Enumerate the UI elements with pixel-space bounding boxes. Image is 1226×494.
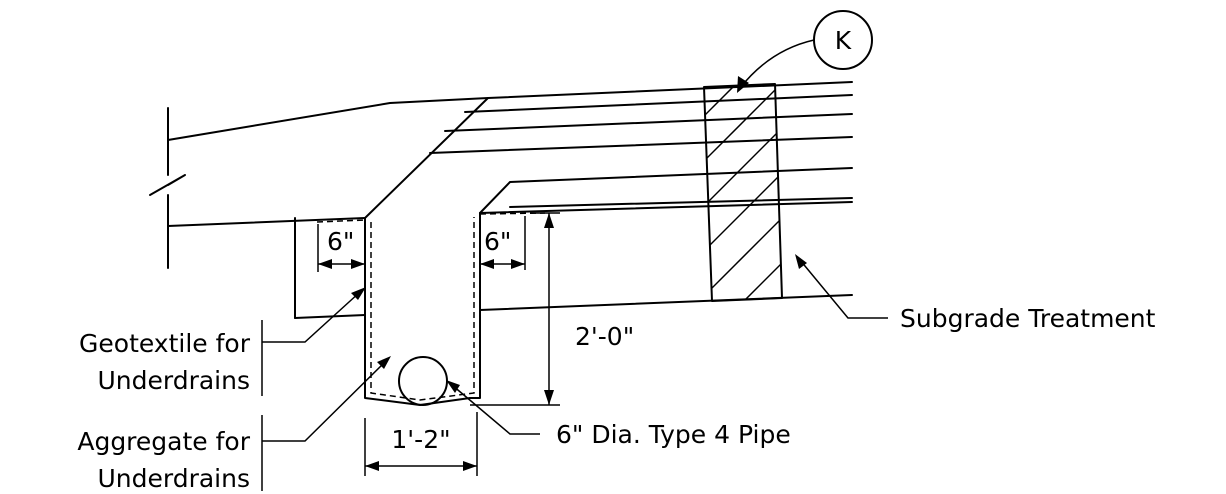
geotextile-label-line1: Geotextile for	[79, 329, 251, 358]
pipe-label: 6" Dia. Type 4 Pipe	[556, 420, 791, 449]
break-line	[149, 107, 186, 269]
subgrade-treatment-callout: Subgrade Treatment	[795, 254, 1156, 333]
callout-k-label: K	[835, 26, 852, 55]
width-label: 1'-2"	[391, 425, 450, 454]
subgrade-treatment-label: Subgrade Treatment	[900, 304, 1156, 333]
subgrade-line	[167, 201, 853, 227]
aggregate-callout: Aggregate for Underdrains	[77, 356, 391, 493]
left-offset-dimension: 6"	[317, 224, 365, 272]
right-offset-dimension: 6"	[480, 216, 526, 270]
underdrain-pipe	[398, 356, 448, 406]
subgrade-bottom-line	[294, 217, 853, 319]
depth-label: 2'-0"	[575, 322, 634, 351]
width-dimension: 1'-2"	[364, 412, 478, 476]
left-offset-label: 6"	[327, 227, 354, 256]
pipe-callout: 6" Dia. Type 4 Pipe	[446, 380, 791, 449]
aggregate-label-line1: Aggregate for	[77, 427, 250, 456]
aggregate-label-line2: Underdrains	[97, 464, 250, 493]
pavement-layers	[364, 94, 853, 219]
right-offset-label: 6"	[484, 227, 511, 256]
geotextile-callout: Geotextile for Underdrains	[79, 287, 366, 396]
callout-k: K	[737, 10, 873, 93]
pavement-surface	[167, 81, 853, 141]
geotextile-label-line2: Underdrains	[97, 366, 250, 395]
depth-dimension: 2'-0"	[470, 212, 634, 406]
